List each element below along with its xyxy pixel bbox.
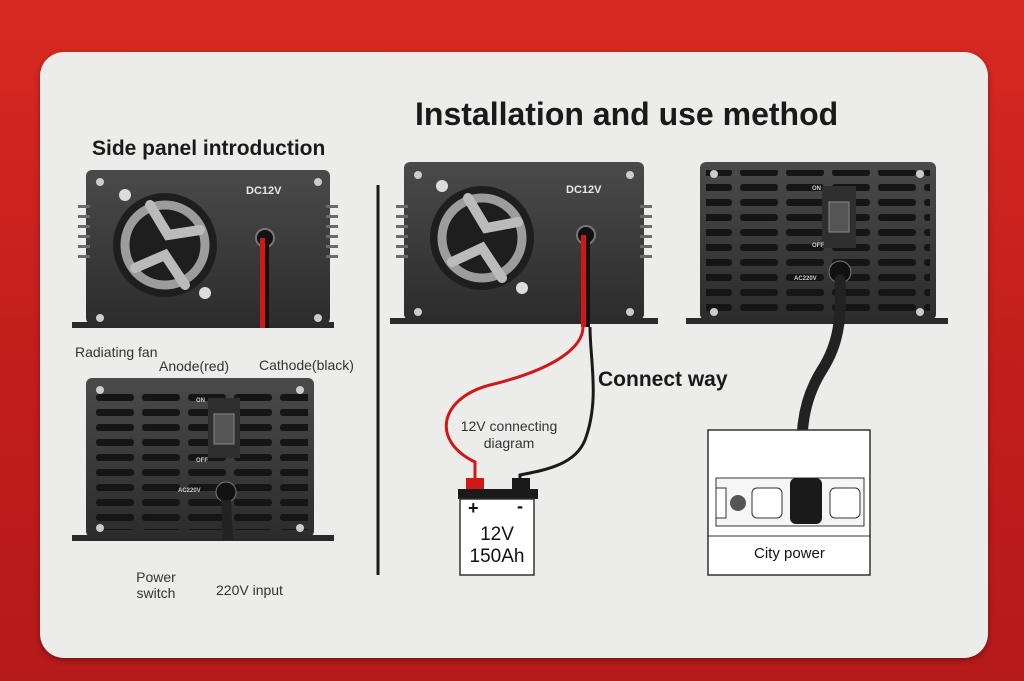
radiating-fan-label: Radiating fan xyxy=(75,344,158,360)
main-title: Installation and use method xyxy=(415,96,839,132)
input-label: 220V input xyxy=(216,582,283,598)
back-panel-left xyxy=(72,378,334,541)
connect-way-label: Connect way xyxy=(598,368,728,391)
front-panel-right xyxy=(390,162,658,327)
ac-marking-right: AC220V xyxy=(794,276,817,282)
black-wire xyxy=(518,326,595,480)
dc-marking-left: DC12V xyxy=(246,185,282,197)
on-marking-left: ON xyxy=(196,398,205,404)
cathode-label: Cathode(black) xyxy=(259,357,354,373)
red-wire xyxy=(444,326,585,480)
battery-minus: - xyxy=(517,496,523,516)
anode-label: Anode(red) xyxy=(159,358,230,374)
side-panel-title: Side panel introduction xyxy=(92,137,326,160)
connecting-diagram-label: 12V connecting diagram xyxy=(460,418,558,451)
battery-plus: + xyxy=(468,498,479,518)
city-power-label: City power xyxy=(754,545,825,562)
front-panel-left xyxy=(72,170,338,328)
dc-marking-right: DC12V xyxy=(566,184,602,196)
ac-marking-left: AC220V xyxy=(178,488,201,494)
city-power-box xyxy=(707,429,871,576)
off-marking-left: OFF xyxy=(196,458,208,464)
battery xyxy=(458,478,538,576)
back-panel-right xyxy=(686,162,948,324)
power-switch-label: Power switch xyxy=(136,569,176,601)
battery-label: 12V 150Ah xyxy=(469,524,525,567)
on-marking-right: ON xyxy=(812,186,821,192)
off-marking-right: OFF xyxy=(812,243,824,249)
